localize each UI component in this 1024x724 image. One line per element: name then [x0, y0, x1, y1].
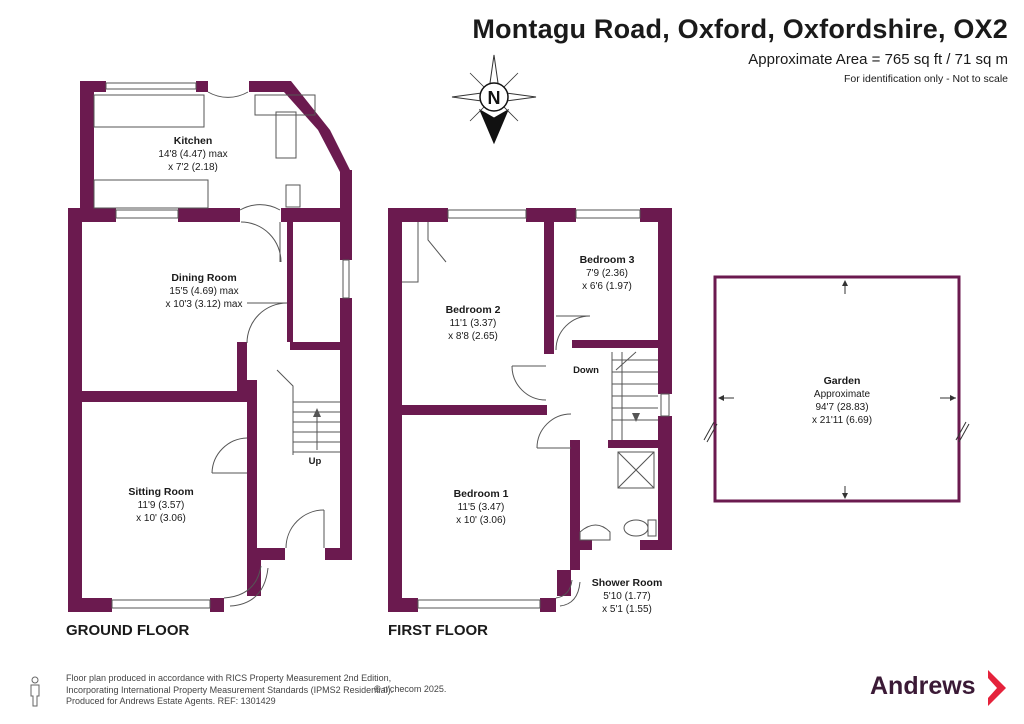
room-dims-bedroom-3-2: x 6'6 (1.97)	[582, 281, 632, 292]
ground-floor-plan	[68, 81, 352, 612]
room-dims-bedroom-2-1: 11'1 (3.37)	[450, 318, 497, 329]
footer-line-1: Floor plan produced in accordance with R…	[66, 673, 392, 683]
room-dims-bedroom-1-1: 11'5 (3.47)	[458, 502, 505, 513]
room-name-sitting-room: Sitting Room	[128, 486, 193, 498]
first-floor-label: FIRST FLOOR	[388, 622, 488, 639]
room-dims-bedroom-1-2: x 10' (3.06)	[456, 515, 506, 526]
garden-plan	[703, 275, 970, 503]
stairs-up-label: Up	[309, 456, 322, 467]
stairs-down-label: Down	[573, 365, 599, 376]
room-dims-dining-room-1: 15'5 (4.69) max	[169, 286, 238, 297]
room-name-bedroom-3: Bedroom 3	[580, 254, 635, 266]
brand-arrow-icon	[988, 670, 1006, 706]
room-name-bedroom-1: Bedroom 1	[454, 488, 509, 500]
room-name-dining-room: Dining Room	[171, 272, 236, 284]
page-title: Montagu Road, Oxford, Oxfordshire, OX2	[472, 14, 1008, 44]
room-name-kitchen: Kitchen	[174, 135, 213, 147]
first-floor-details	[402, 209, 670, 609]
footer-line-2: Incorporating International Property Mea…	[66, 684, 394, 695]
garden-name: Garden	[824, 375, 861, 387]
room-dims-shower-room-1: 5'10 (1.77)	[603, 591, 651, 602]
room-dims-bedroom-2-2: x 8'8 (2.65)	[448, 331, 498, 342]
garden-dims-3: x 21'11 (6.69)	[812, 415, 872, 426]
room-dims-kitchen-1: 14'8 (4.47) max	[158, 149, 227, 160]
first-floor-plan	[388, 208, 672, 612]
room-name-shower-room: Shower Room	[592, 577, 663, 589]
compass-icon: N	[451, 54, 537, 145]
brand-logo: Andrews	[870, 672, 976, 700]
approximate-area: Approximate Area = 765 sq ft / 71 sq m	[748, 51, 1008, 68]
room-dims-sitting-room-1: 11'9 (3.57)	[138, 500, 185, 511]
footer-line-3: Produced for Andrews Estate Agents. REF:…	[66, 696, 276, 706]
ground-floor-label: GROUND FLOOR	[66, 622, 190, 639]
garden-dims-1: Approximate	[814, 389, 871, 400]
person-scale-icon	[30, 676, 40, 707]
garden-dims-2: 94'7 (28.83)	[815, 402, 868, 413]
footer-notes: Floor plan produced in accordance with R…	[66, 673, 393, 708]
compass-north-letter: N	[488, 88, 501, 108]
identification-note: For identification only - Not to scale	[844, 73, 1008, 85]
room-dims-shower-room-2: x 5'1 (1.55)	[602, 604, 652, 615]
room-dims-sitting-room-2: x 10' (3.06)	[136, 513, 186, 524]
room-name-bedroom-2: Bedroom 2	[446, 304, 501, 316]
room-dims-bedroom-3-1: 7'9 (2.36)	[586, 268, 628, 279]
room-dims-kitchen-2: x 7'2 (2.18)	[168, 162, 218, 173]
room-dims-dining-room-2: x 10'3 (3.12) max	[166, 299, 243, 310]
copyright: © n'checom 2025.	[374, 684, 447, 694]
